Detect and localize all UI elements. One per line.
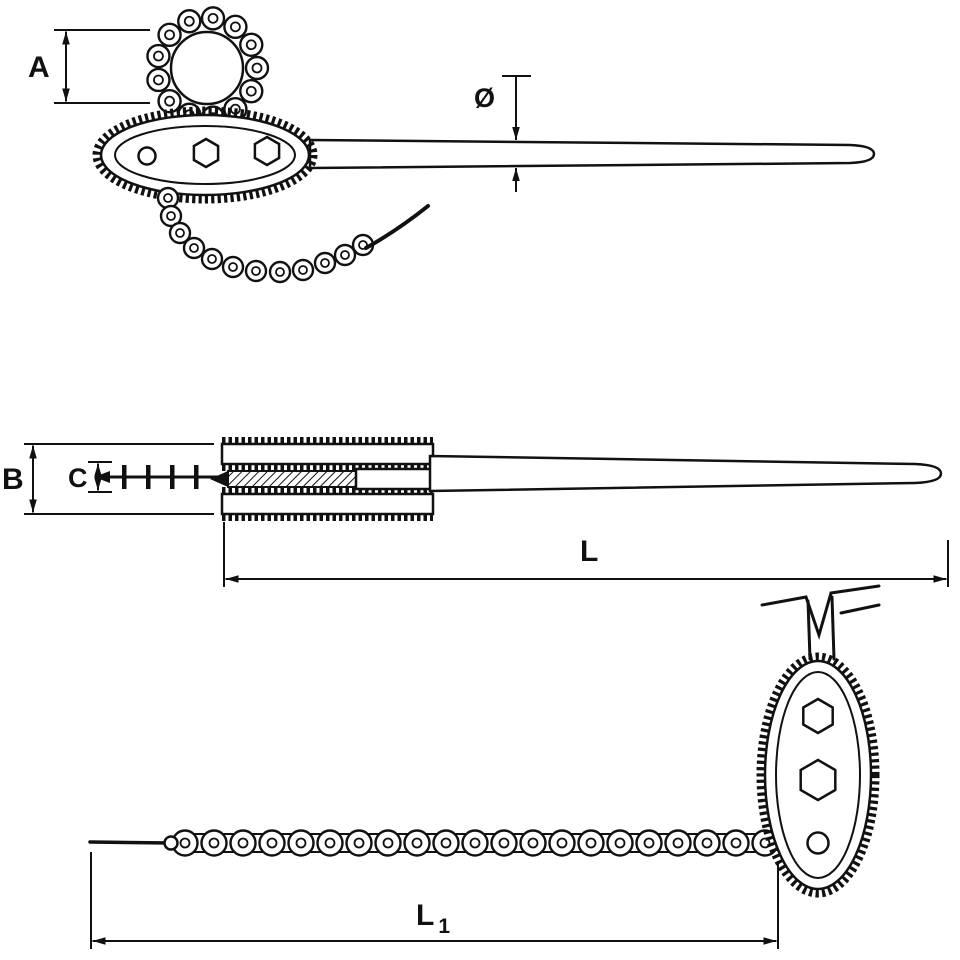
dim-diameter-label: Ø [474, 83, 495, 113]
dim-c: C [68, 461, 112, 493]
round-hole [137, 146, 157, 166]
handle-front [308, 138, 876, 170]
handle-edge-right [830, 595, 836, 661]
dim-l: L [223, 522, 949, 587]
slot-chain-tip [210, 471, 228, 487]
round-hole-flat [806, 831, 830, 855]
chain-edge-pin [122, 465, 127, 489]
jaw-bar-top [220, 442, 435, 466]
dim-l1-subscript: 1 [438, 915, 450, 938]
head-inner-line [114, 125, 296, 185]
jaw-bar-bottom [220, 492, 435, 516]
dim-b: B [2, 443, 214, 515]
handle-break [760, 584, 881, 641]
extended-chain [171, 829, 779, 857]
chain-pin-rod-flat [88, 840, 173, 845]
hanging-chain [156, 186, 375, 284]
chain-edge-pin [170, 465, 175, 489]
slot-rod [354, 467, 434, 491]
head-serration-flat [756, 652, 880, 898]
front-view [92, 6, 876, 284]
dim-a-label: A [28, 51, 50, 84]
dim-a: A [28, 29, 150, 104]
dim-c-label: C [68, 463, 88, 493]
chain-edge-tip [94, 471, 110, 483]
chain-edge-pin [146, 465, 151, 489]
chain-pin-rod [364, 204, 430, 250]
chain-end-loop [163, 835, 179, 851]
dim-diameter: Ø [474, 75, 531, 192]
chain-edge-pin [194, 465, 199, 489]
head-inner-line-flat [775, 671, 861, 879]
edge-view [94, 437, 943, 521]
hex-hole-small-flat [802, 697, 834, 735]
dim-l-label: L [580, 535, 598, 568]
hex-hole-small [192, 137, 220, 169]
handle-break-line2 [839, 603, 881, 615]
slot-chain-body [227, 470, 357, 488]
pipe-circle [169, 30, 245, 106]
hex-hole-large [253, 135, 281, 167]
handle-edge [428, 454, 943, 493]
dim-l1-base: L [416, 899, 434, 932]
dim-b-label: B [2, 463, 24, 496]
hex-hole-large-flat [799, 758, 837, 802]
head-serration [92, 106, 318, 204]
flat-view [88, 584, 881, 898]
handle-edge-left [806, 599, 812, 661]
